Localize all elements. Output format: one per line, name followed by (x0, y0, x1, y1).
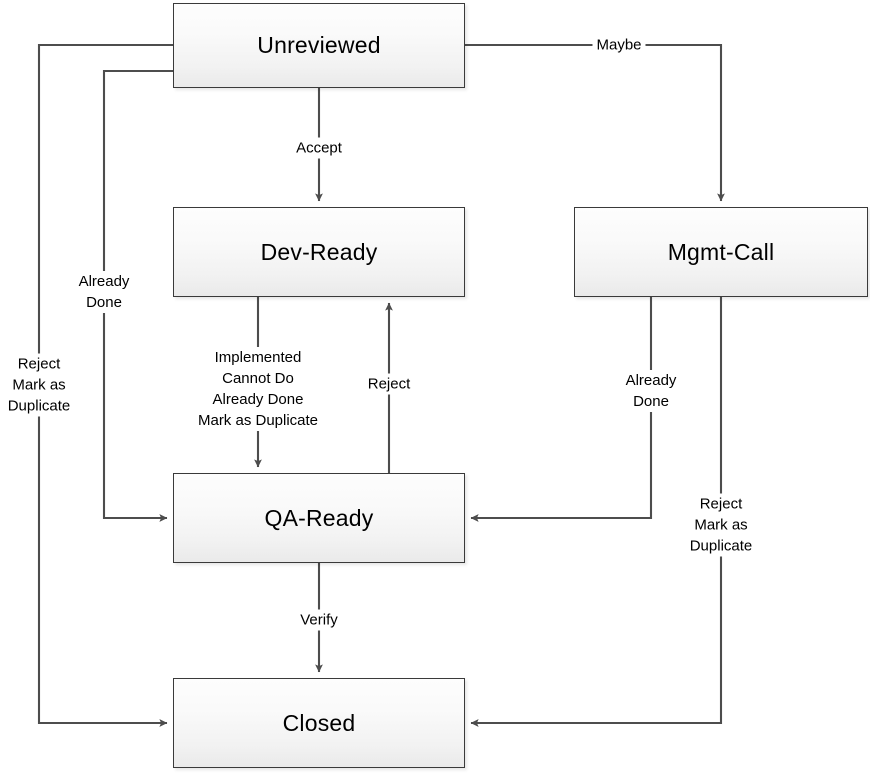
transition-label-unreviewed-reject: Reject Mark as Duplicate (3, 353, 75, 417)
state-node-closed[interactable]: Closed (173, 678, 465, 768)
transition-label-unreviewed-already-done: Already Done (74, 271, 134, 313)
transition-label-maybe: Maybe (592, 34, 646, 56)
transition-label-mgmt-already-done: Already Done (621, 370, 681, 412)
transition-label-dev-to-qa: Implemented Cannot Do Already Done Mark … (193, 347, 323, 431)
state-node-qa-ready[interactable]: QA-Ready (173, 473, 465, 563)
edge-maybe (465, 43, 725, 202)
transition-label-accept: Accept (292, 137, 346, 159)
state-label-qa-ready: QA-Ready (264, 504, 374, 531)
state-label-unreviewed: Unreviewed (257, 32, 381, 58)
state-label-closed: Closed (282, 709, 356, 736)
state-node-dev-ready[interactable]: Dev-Ready (173, 207, 465, 297)
state-node-mgmt-call[interactable]: Mgmt-Call (574, 207, 868, 297)
transition-label-mgmt-reject: Reject Mark as Duplicate (685, 493, 757, 557)
state-node-unreviewed[interactable]: Unreviewed (173, 3, 465, 88)
transition-label-qa-reject: Reject (363, 373, 415, 395)
state-label-dev-ready: Dev-Ready (260, 238, 378, 265)
state-label-mgmt-call: Mgmt-Call (667, 238, 775, 265)
transition-label-verify: Verify (296, 609, 342, 631)
edge-mgmt-reject (470, 297, 723, 727)
